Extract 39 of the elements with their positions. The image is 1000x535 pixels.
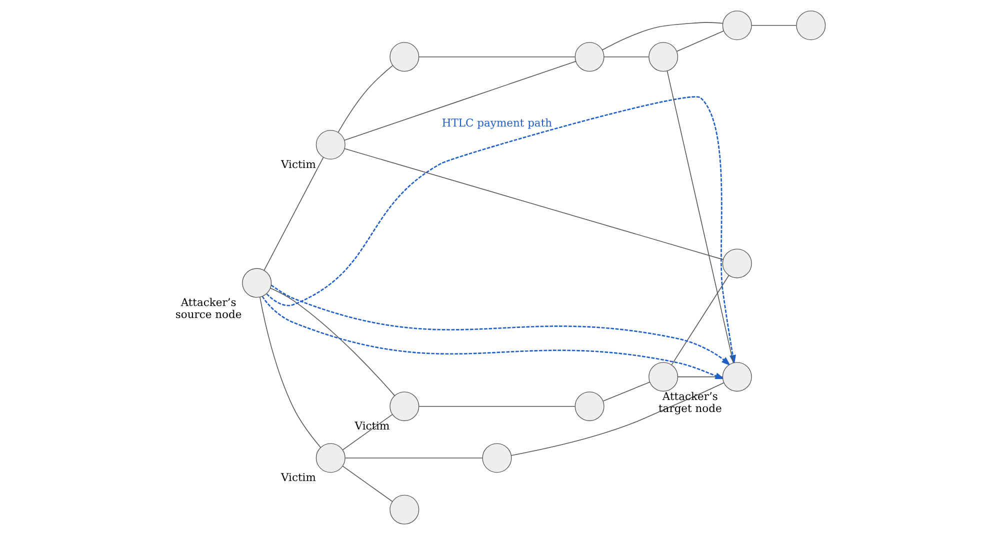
node-circle [648, 362, 678, 392]
connector [338, 65, 393, 133]
connector [344, 148, 724, 260]
connector [666, 70, 734, 364]
node-circle [574, 42, 604, 72]
node-circle [242, 268, 272, 298]
node-circle [316, 443, 346, 473]
connector [602, 382, 650, 402]
connector [510, 382, 724, 456]
connector [751, 24, 797, 26]
connector [342, 466, 393, 502]
arrow [270, 284, 731, 366]
connector [344, 60, 576, 141]
node-label: Victim [280, 158, 316, 171]
node-circle [574, 392, 604, 422]
node-circle [390, 392, 420, 422]
connector [418, 406, 576, 407]
node-circle [722, 248, 752, 278]
connector [260, 296, 322, 448]
arrow [262, 296, 725, 380]
node-circle [482, 443, 512, 473]
node-label: Victim [280, 471, 316, 484]
connector [270, 288, 396, 396]
connector [671, 275, 730, 366]
connector [264, 156, 324, 271]
connector [677, 376, 723, 378]
node-circle [722, 10, 752, 40]
connector [676, 30, 724, 52]
edge-label: HTLC payment path [442, 116, 552, 130]
connector [604, 56, 650, 58]
node-circle [722, 362, 752, 392]
node-circle [796, 10, 826, 40]
node-circle [390, 42, 420, 72]
connector [418, 56, 576, 58]
node-circle [390, 494, 420, 524]
node-label: Attacker’s source node [175, 296, 242, 322]
node-circle [316, 130, 346, 160]
node-circle [648, 42, 678, 72]
connector [602, 22, 724, 50]
